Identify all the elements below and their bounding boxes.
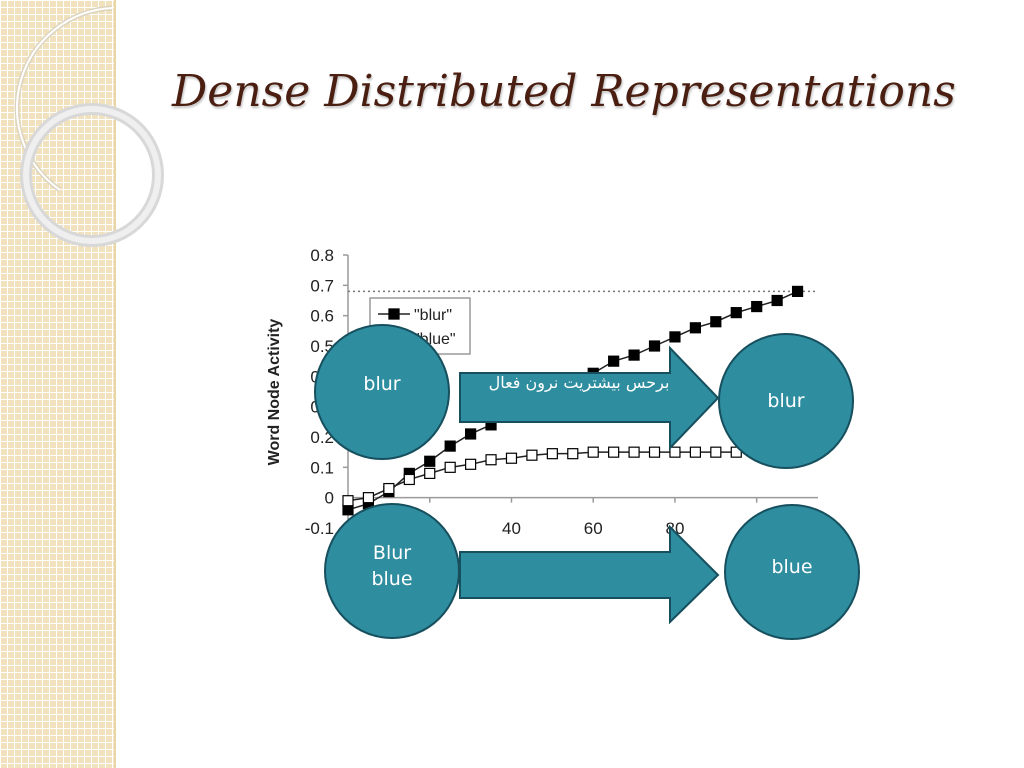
data-point-blue (689, 446, 701, 458)
data-point-blue (628, 446, 640, 458)
ring-circle-highlight (23, 106, 161, 244)
data-point-blue (403, 473, 415, 486)
sidebar-edge (114, 0, 116, 768)
data-point-blur (424, 455, 436, 467)
y-tick-label: 0.8 (310, 246, 334, 265)
data-point-blue (608, 446, 620, 458)
bottom-arrow (459, 524, 720, 625)
node-blur-input-label: blur (363, 373, 401, 395)
data-point-blur (751, 300, 763, 313)
node-blur-input: blur (314, 324, 450, 460)
data-point-blue (383, 482, 395, 495)
data-point-blur (608, 355, 620, 367)
data-point-blue (342, 495, 354, 507)
node-blue-output: blue (724, 504, 860, 640)
ring-arc-large-highlight (16, 7, 113, 191)
node-blur-output: blur (718, 333, 854, 469)
data-point-blue (567, 448, 579, 460)
data-point-blue (465, 458, 477, 470)
decorative-rings (14, 5, 164, 247)
data-point-blur (791, 285, 804, 297)
y-tick-label: 0 (325, 489, 334, 508)
arrow-label: برحس بیشتریت نرون فعال (488, 373, 670, 392)
data-point-blue (362, 492, 375, 504)
data-point-blur (689, 322, 701, 334)
data-point-blue (648, 446, 661, 458)
data-point-blue (710, 446, 722, 458)
node-blue-output-label: blue (771, 556, 813, 578)
data-point-blur (444, 440, 456, 452)
data-point-blur (648, 340, 661, 352)
y-axis-label: Word Node Activity (266, 319, 283, 466)
data-point-blue (505, 452, 518, 464)
legend-label: "blur" (414, 307, 452, 324)
data-point-blue (546, 448, 558, 460)
y-tick-label: -0.1 (305, 519, 334, 538)
data-point-blue (444, 461, 456, 473)
data-point-blue (669, 446, 681, 458)
data-point-blue (526, 449, 538, 461)
y-tick-label: 0.7 (310, 276, 334, 295)
data-point-blur (730, 307, 742, 319)
slide-title: Dense Distributed Representations (172, 66, 956, 117)
data-point-blue (424, 467, 436, 479)
data-point-blur (710, 316, 722, 328)
data-point-blue (485, 454, 497, 466)
data-point-blur (669, 331, 681, 343)
data-point-blue (587, 446, 599, 458)
data-point-blur (771, 294, 783, 307)
node-blur-output-label: blur (767, 390, 805, 412)
node-blur-blue-line1: Blur (372, 542, 412, 564)
y-tick-label: 0.1 (310, 458, 334, 477)
x-tick-label: 40 (502, 519, 521, 538)
node-blur-blue-input: Blur blue (324, 503, 460, 639)
legend-marker (388, 308, 400, 320)
x-tick-label: 60 (584, 519, 603, 538)
data-point-blur (465, 428, 477, 440)
node-blur-blue-line2: blue (371, 568, 413, 590)
data-point-blur (628, 349, 640, 361)
top-arrow (459, 345, 720, 451)
y-tick-label: 0.6 (310, 307, 334, 326)
